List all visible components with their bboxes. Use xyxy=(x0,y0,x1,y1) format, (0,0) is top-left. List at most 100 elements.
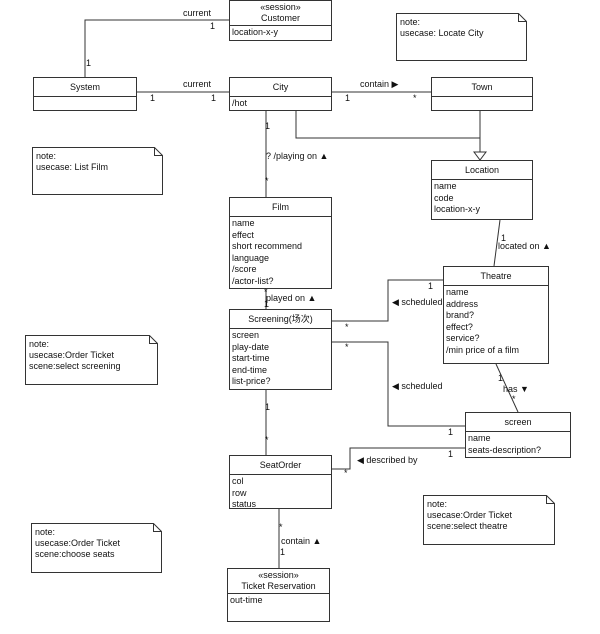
attribute: location-x-y xyxy=(434,204,481,214)
class-name: Town xyxy=(432,78,532,97)
attribute: brand? xyxy=(446,310,475,320)
attribute: short recommend xyxy=(232,241,303,251)
multiplicity-label: 1 xyxy=(448,427,454,437)
note-shape xyxy=(423,495,555,545)
class-name: Theatre xyxy=(444,267,548,286)
multiplicity-label: * xyxy=(265,435,269,445)
attribute: effect xyxy=(232,229,254,240)
attribute: location-x-y xyxy=(232,27,279,37)
multiplicity-label: 1 xyxy=(265,121,271,131)
generalization-city xyxy=(295,111,480,139)
attribute: effect? xyxy=(446,321,473,332)
note-line: usecase: Locate City xyxy=(400,28,484,38)
class-attributes: /hot xyxy=(230,97,331,112)
assoc-theatre-screen xyxy=(495,363,519,413)
class-attributes: screen play-date start-time end-time lis… xyxy=(230,329,331,390)
class-attributes: out-time xyxy=(228,594,329,609)
note-line: usecase:Order Ticket xyxy=(35,538,121,548)
multiplicity-label: 1 xyxy=(498,373,504,383)
multiplicity-label: 1 xyxy=(211,93,217,103)
assoc-name-city-town: contain ▶ xyxy=(360,79,399,89)
note-list-film[interactable]: note: usecase: List Film xyxy=(32,147,163,195)
multiplicity-label: 1 xyxy=(280,547,286,557)
class-attributes: name address brand? effect? service? /mi… xyxy=(444,286,548,358)
assoc-name-location-theatre: located on ▲ xyxy=(498,241,551,251)
assoc-name-screen-seatorder: ◀ described by xyxy=(357,455,418,465)
attribute: address xyxy=(446,298,479,309)
assoc-name-seatorder-ticket: contain ▲ xyxy=(281,536,322,546)
class-location[interactable]: Location name code location-x-y xyxy=(431,160,533,220)
attribute: /min price of a film xyxy=(446,344,520,355)
attribute: code xyxy=(434,192,454,203)
assoc-name-system-customer: current xyxy=(183,8,212,18)
note-line: scene:choose seats xyxy=(35,549,115,559)
class-film[interactable]: Film name effect short recommend languag… xyxy=(229,197,332,289)
assoc-screening-theatre xyxy=(331,279,443,322)
attribute: screen xyxy=(232,330,260,340)
attribute: out-time xyxy=(230,595,263,605)
attribute: name xyxy=(446,287,469,297)
class-name: Customer xyxy=(260,13,300,23)
class-customer[interactable]: «session» Customer location-x-y xyxy=(229,0,332,41)
note-line: note: xyxy=(427,499,448,509)
class-attributes: name code location-x-y xyxy=(432,180,532,218)
multiplicity-label: 1 xyxy=(265,402,271,412)
note-line: scene:select theatre xyxy=(427,521,508,531)
class-name: screen xyxy=(466,413,570,432)
assoc-name-screening-screen: ◀ scheduled xyxy=(392,381,443,391)
note-line: note: xyxy=(400,17,421,27)
attribute: seats-description? xyxy=(468,444,542,455)
class-ticket-reservation[interactable]: «session» Ticket Reservation out-time xyxy=(227,568,330,622)
class-attributes xyxy=(432,97,532,100)
multiplicity-label: 1 xyxy=(345,93,351,103)
assoc-location-theatre xyxy=(493,219,501,267)
multiplicity-label: * xyxy=(512,394,516,404)
class-name: Ticket Reservation xyxy=(241,581,316,591)
assoc-name-system-city: current xyxy=(183,79,212,89)
multiplicity-label: * xyxy=(279,522,283,532)
assoc-system-customer xyxy=(84,19,229,77)
attribute: name xyxy=(434,181,457,191)
multiplicity-label: * xyxy=(345,342,349,352)
note-line: usecase:Order Ticket xyxy=(29,350,115,360)
attribute: /hot xyxy=(232,98,248,108)
note-shape xyxy=(31,523,162,573)
attribute: name xyxy=(468,433,491,443)
note-line: note: xyxy=(35,527,56,537)
class-attributes: name effect short recommend language /sc… xyxy=(230,217,331,289)
multiplicity-label: 1 xyxy=(264,299,270,309)
attribute: start-time xyxy=(232,353,270,363)
class-seatorder[interactable]: SeatOrder col row status xyxy=(229,455,332,509)
multiplicity-label: 1 xyxy=(428,281,434,291)
assoc-screen-seatorder xyxy=(331,447,465,470)
class-screening[interactable]: Screening(场次) screen play-date start-tim… xyxy=(229,309,332,390)
class-name: Location xyxy=(432,161,532,180)
class-ticket-header: «session» Ticket Reservation xyxy=(228,569,329,594)
class-screen[interactable]: screen name seats-description? xyxy=(465,412,571,458)
note-locate-city[interactable]: note: usecase: Locate City xyxy=(396,13,527,61)
note-line: note: xyxy=(36,151,57,161)
note-order-seats[interactable]: note: usecase:Order Ticket scene:choose … xyxy=(31,523,162,573)
class-town[interactable]: Town xyxy=(431,77,533,111)
multiplicity-label: 1 xyxy=(448,449,454,459)
attribute: play-date xyxy=(232,341,270,352)
assoc-name-screening-theatre: ◀ scheduled xyxy=(392,297,443,307)
class-name: Film xyxy=(230,198,331,217)
class-name: City xyxy=(230,78,331,97)
class-attributes: location-x-y xyxy=(230,26,331,41)
class-name: SeatOrder xyxy=(230,456,331,475)
attribute: col xyxy=(232,476,244,486)
class-city[interactable]: City /hot xyxy=(229,77,332,111)
note-order-screening[interactable]: note: usecase:Order Ticket scene:select … xyxy=(25,335,158,385)
class-theatre[interactable]: Theatre name address brand? effect? serv… xyxy=(443,266,549,364)
attribute: status xyxy=(232,499,257,509)
note-line: note: xyxy=(29,339,50,349)
note-line: scene:select screening xyxy=(29,361,121,371)
class-system[interactable]: System xyxy=(33,77,137,111)
class-name: Screening(场次) xyxy=(230,310,331,329)
multiplicity-label: 1 xyxy=(86,58,92,68)
assoc-name-city-film: ? /playing on ▲ xyxy=(266,151,329,161)
multiplicity-label: * xyxy=(344,468,348,478)
note-order-theatre[interactable]: note: usecase:Order Ticket scene:select … xyxy=(423,495,555,545)
